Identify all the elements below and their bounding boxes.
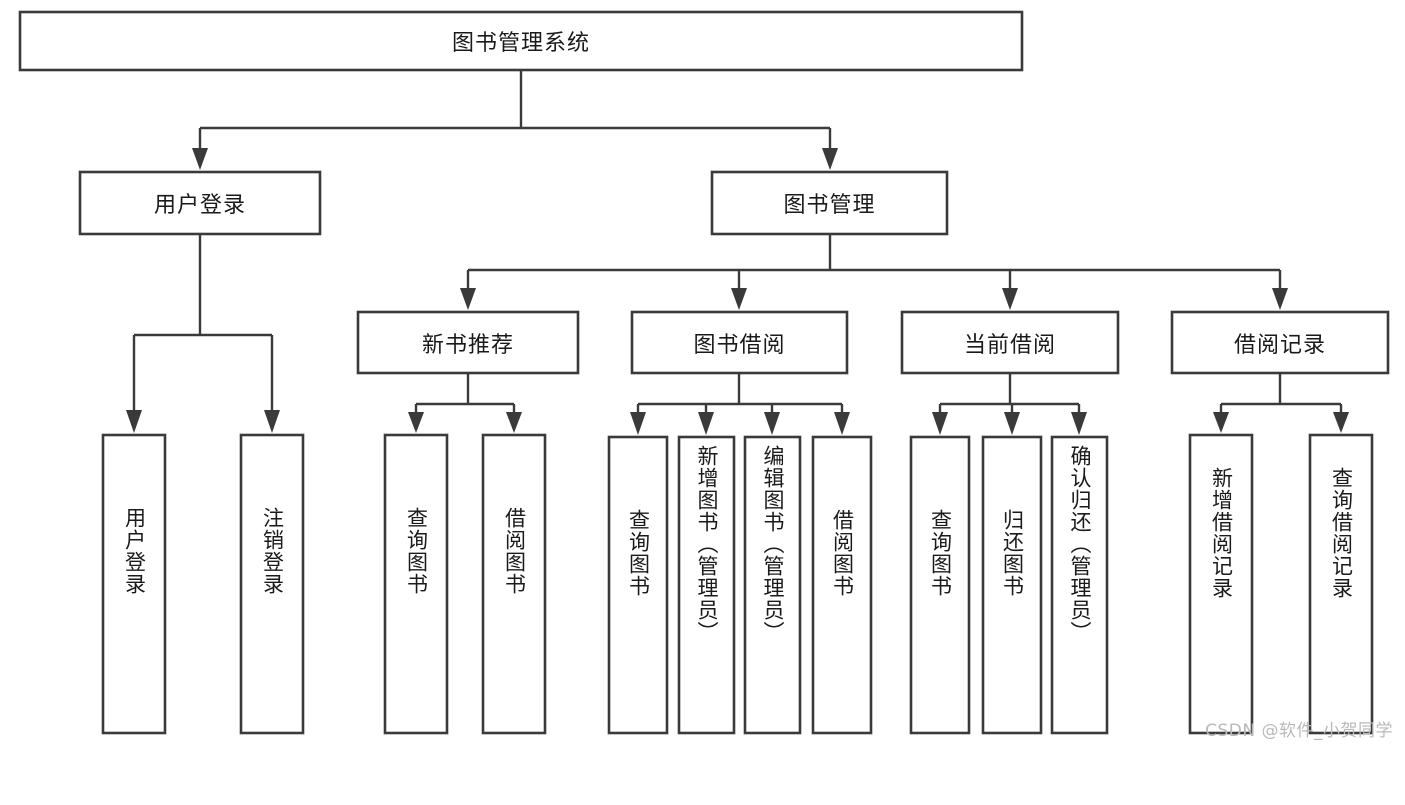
watermark-text: CSDN @软件_小贺同学 — [1205, 721, 1393, 741]
diagram-canvas-root: 图书管理系统 用户登录 图书管理 新书推荐 图书借阅 当前借阅 借阅记录 用户登… — [18, 10, 1393, 741]
node-box-recommend-borrow-book[interactable] — [481, 433, 547, 735]
arrow-head-recommend-query-book — [408, 412, 424, 433]
arrow-head-current-return-book — [1004, 412, 1020, 435]
arrow-head-current-query-book — [932, 412, 948, 435]
arrow-head-book-mgmt — [822, 148, 838, 170]
node-box-user-logout-leaf[interactable] — [239, 433, 305, 735]
arrow-head-recommend-borrow-book — [506, 412, 522, 433]
arrow-head-current-borrow — [1002, 288, 1018, 310]
node-box-records-add[interactable] — [1188, 433, 1254, 735]
node-box-borrow-add-book-admin[interactable] — [677, 435, 736, 735]
hierarchy-diagram-svg — [18, 10, 1390, 735]
arrow-head-user-logout-leaf — [264, 410, 280, 433]
node-box-records-query[interactable] — [1308, 433, 1374, 735]
arrow-head-user-login — [192, 148, 208, 170]
arrow-head-new-book-recommend — [460, 288, 476, 310]
node-box-root[interactable] — [18, 10, 1024, 72]
node-box-user-login-leaf[interactable] — [101, 433, 167, 735]
arrow-head-book-borrow — [731, 288, 747, 310]
node-box-book-borrow[interactable] — [630, 310, 849, 375]
node-box-new-book-recommend[interactable] — [356, 310, 580, 375]
arrow-head-borrow-add-book — [698, 412, 714, 435]
node-box-current-return-book[interactable] — [981, 435, 1043, 735]
node-box-layer — [18, 10, 1390, 735]
node-box-current-borrow[interactable] — [900, 310, 1120, 375]
arrow-head-current-confirm-return — [1071, 412, 1087, 435]
arrow-head-borrow-records — [1272, 288, 1288, 310]
node-box-current-confirm-return-admin[interactable] — [1050, 435, 1109, 735]
node-box-borrow-query-book[interactable] — [607, 435, 669, 735]
arrow-head-borrow-edit-book — [764, 412, 780, 435]
node-box-book-management[interactable] — [710, 170, 949, 236]
node-box-borrow-borrow-book[interactable] — [811, 435, 873, 735]
arrow-head-records-query — [1333, 412, 1349, 433]
node-box-borrow-records[interactable] — [1170, 310, 1390, 375]
arrow-head-borrow-borrow-book — [834, 412, 850, 435]
arrow-head-user-login-leaf — [126, 410, 142, 433]
node-box-recommend-query-book[interactable] — [383, 433, 449, 735]
node-box-user-login[interactable] — [78, 170, 322, 236]
node-box-current-query-book[interactable] — [909, 435, 971, 735]
connector-layer — [126, 70, 1349, 435]
node-box-borrow-edit-book-admin[interactable] — [743, 435, 802, 735]
arrow-head-borrow-query-book — [630, 412, 646, 435]
arrow-head-records-add — [1213, 412, 1229, 433]
